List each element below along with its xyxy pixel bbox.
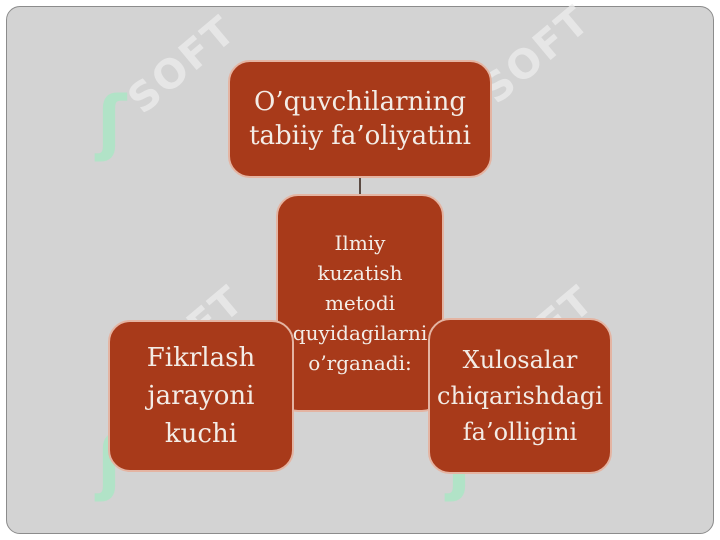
- right-box-label: Xulosalar chiqarishdagi fa’olligini: [437, 346, 603, 446]
- soft-logo-icon: ʃ: [97, 81, 127, 163]
- center-box: Ilmiy kuzatish metodi quyidagilarni o’rg…: [276, 194, 444, 412]
- watermark-text: SOFT: [119, 7, 246, 123]
- top-box: O’quvchilarning tabiiy fa’oliyatini: [228, 60, 492, 178]
- left-box: Fikrlash jarayoni kuchi: [108, 320, 294, 472]
- center-box-label: Ilmiy kuzatish metodi quyidagilarni o’rg…: [292, 231, 428, 375]
- right-box: Xulosalar chiqarishdagi fa’olligini: [428, 318, 612, 474]
- left-box-label: Fikrlash jarayoni kuchi: [146, 343, 256, 449]
- watermark-text: SOFT: [473, 0, 600, 113]
- top-box-label: O’quvchilarning tabiiy fa’oliyatini: [249, 87, 471, 151]
- connector-line: [359, 178, 361, 194]
